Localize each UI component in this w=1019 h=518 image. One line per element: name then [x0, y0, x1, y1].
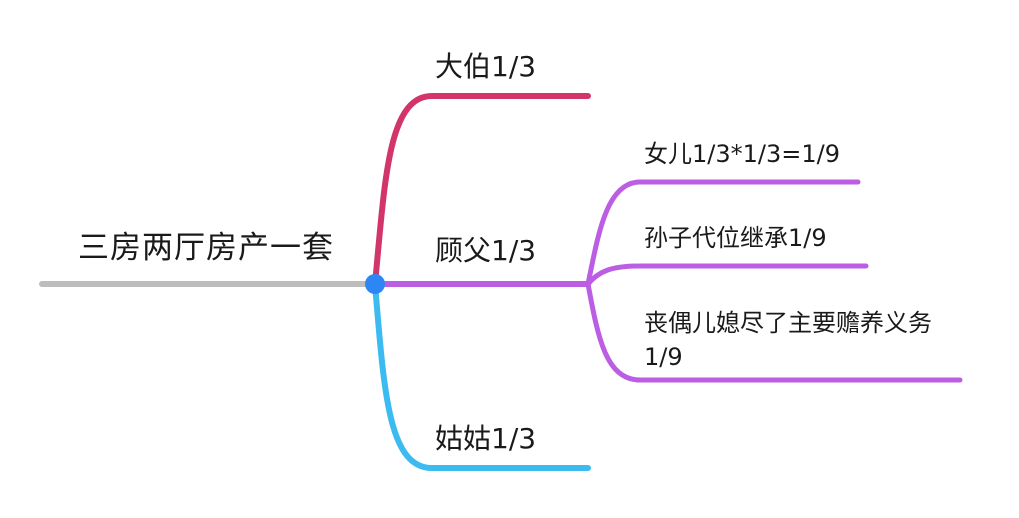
subbranch-label-daughter: 女儿1/3*1/3=1/9	[644, 140, 840, 168]
subbranch-label-daughter-in-law: 丧偶儿媳尽了主要赡养义务1/9	[644, 309, 932, 372]
root-node-label: 三房两厅房产一套	[78, 230, 334, 266]
branch-label-guzhang: 顾父1/3	[435, 234, 537, 267]
branch-connector-dabo	[372, 93, 591, 287]
subbranch-connector-daughter-in-law	[585, 281, 963, 383]
branch-connector-gugu	[372, 281, 591, 471]
branch-label-dabo: 大伯1/3	[435, 50, 537, 83]
subbranch-connector-daughter	[585, 179, 861, 287]
subbranch-label-grandson: 孙子代位继承1/9	[644, 224, 827, 252]
hub-dot	[365, 274, 385, 294]
branch-label-gugu: 姑姑1/3	[435, 422, 537, 455]
subbranch-connector-grandson	[585, 263, 869, 287]
